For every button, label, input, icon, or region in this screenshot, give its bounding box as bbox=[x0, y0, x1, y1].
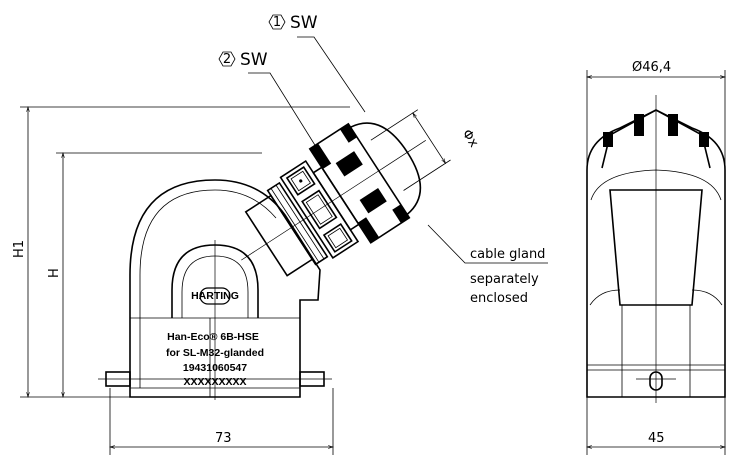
callout-sw2: 2 SW bbox=[218, 50, 319, 151]
dimension-h1: H1 bbox=[12, 105, 350, 399]
callout-sw1: 1 SW bbox=[268, 13, 366, 113]
sw1-number: 1 bbox=[273, 15, 281, 30]
label-line-2: for SL-M32-glanded bbox=[166, 347, 264, 359]
callout-cable-gland: cable gland separately enclosed bbox=[427, 224, 548, 306]
h-label: H bbox=[47, 268, 62, 278]
sw2-number: 2 bbox=[223, 52, 231, 67]
sw2-label: SW bbox=[240, 50, 268, 70]
enclosed-text: enclosed bbox=[470, 291, 528, 306]
diameter-46-4-label: Ø46,4 bbox=[632, 60, 671, 75]
cable-gland-text: cable gland bbox=[470, 247, 545, 262]
front-view: Φx HARTING Han-Eco® 6B-HSE for SL-M32-gl… bbox=[98, 109, 482, 400]
dimension-45: 45 bbox=[585, 397, 727, 455]
sw1-label: SW bbox=[290, 13, 318, 33]
label-line-3: 19431060547 bbox=[183, 362, 247, 374]
dimension-73: 73 bbox=[108, 388, 335, 455]
housing-body bbox=[129, 179, 321, 398]
phi-x-label: Φx bbox=[459, 127, 482, 150]
label-line-4: XXXXXXXXX bbox=[183, 376, 246, 388]
h1-label: H1 bbox=[12, 240, 27, 258]
cable-gland-assembly bbox=[241, 109, 451, 277]
width-73-label: 73 bbox=[215, 431, 232, 446]
side-view bbox=[586, 95, 726, 403]
separately-text: separately bbox=[470, 272, 539, 287]
width-45-label: 45 bbox=[648, 431, 665, 446]
label-line-1: Han-Eco® 6B-HSE bbox=[167, 331, 259, 343]
dimension-46-4: Ø46,4 bbox=[585, 60, 727, 170]
dimension-h: H bbox=[20, 151, 262, 399]
